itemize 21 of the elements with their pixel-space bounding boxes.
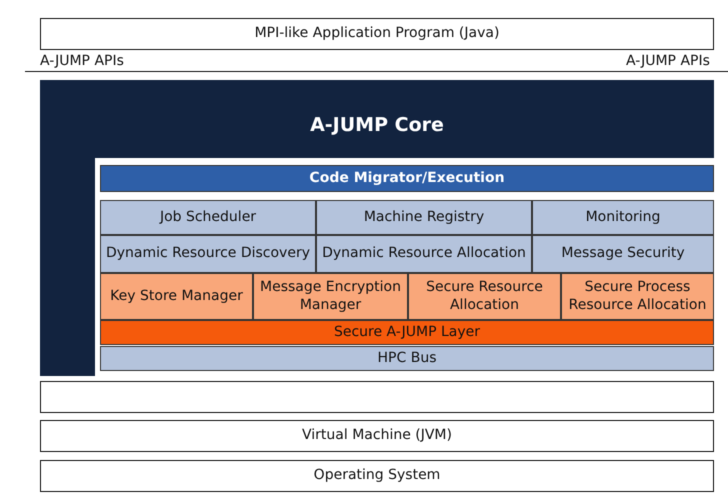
- layer-box: Virtual Machine (JVM): [40, 420, 714, 452]
- component-box: Job Scheduler: [100, 200, 316, 235]
- layer-box: MPI-like Application Program (Java): [40, 18, 714, 50]
- component-box: Dynamic Resource Allocation: [316, 235, 532, 273]
- component-box: HPC Bus: [100, 346, 714, 371]
- security-component-box: Key Store Manager: [100, 273, 253, 320]
- component-box: Code Migrator/Execution: [100, 165, 714, 192]
- layer-box: Operating System: [40, 460, 714, 492]
- layer-box: Secure A-JUMP Layer: [100, 320, 714, 345]
- component-box: Monitoring: [532, 200, 714, 235]
- component-box: Machine Registry: [316, 200, 532, 235]
- box-shape: [40, 381, 714, 413]
- security-component-box: Secure Resource Allocation: [408, 273, 561, 320]
- api-label: A-JUMP APIs: [626, 53, 710, 69]
- core-title: A-JUMP Core: [310, 114, 444, 138]
- security-component-box: Secure Process Resource Allocation: [561, 273, 714, 320]
- api-label: A-JUMP APIs: [40, 53, 124, 69]
- component-box: Message Security: [532, 235, 714, 273]
- security-component-box: Message Encryption Manager: [253, 273, 408, 320]
- core-panel: [40, 80, 714, 376]
- component-box: Dynamic Resource Discovery: [100, 235, 316, 273]
